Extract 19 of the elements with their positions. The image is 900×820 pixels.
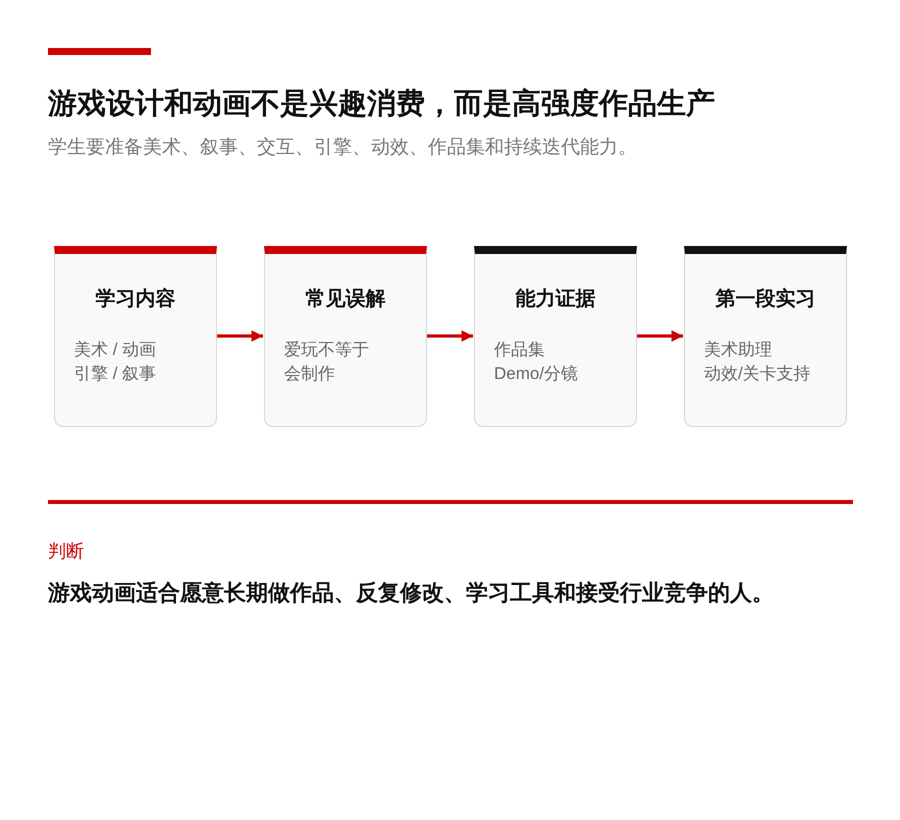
subtitle: 学生要准备美术、叙事、交互、引擎、动效、作品集和持续迭代能力。 xyxy=(48,136,637,160)
card-heading: 学习内容 xyxy=(94,286,176,312)
card-heading: 能力证据 xyxy=(514,287,596,312)
arrow xyxy=(427,330,473,342)
process-card xyxy=(264,246,427,427)
process-card xyxy=(684,246,847,427)
card-heading: 常见误解 xyxy=(304,287,386,312)
section-label: 判断 xyxy=(48,540,84,563)
card-text: 美术 / 动画引擎 / 叙事 xyxy=(74,339,156,385)
process-card xyxy=(474,246,637,427)
conclusion-text: 游戏动画适合愿意长期做作品、反复修改、学习工具和接受行业竞争的人。 xyxy=(48,579,774,607)
card-text: 作品集 Demo/分镜 xyxy=(494,339,578,385)
title: 游戏设计和动画不是兴趣消费，而是高强度作品生产 xyxy=(48,86,715,122)
card-text: 美术助理动效/关卡支持 xyxy=(704,339,811,385)
card-heading: 第一段实习 xyxy=(714,286,816,312)
card-text: 爱玩不等于会制作 xyxy=(284,339,369,385)
process-card xyxy=(54,246,217,427)
arrow xyxy=(217,330,263,342)
arrow xyxy=(637,330,683,342)
